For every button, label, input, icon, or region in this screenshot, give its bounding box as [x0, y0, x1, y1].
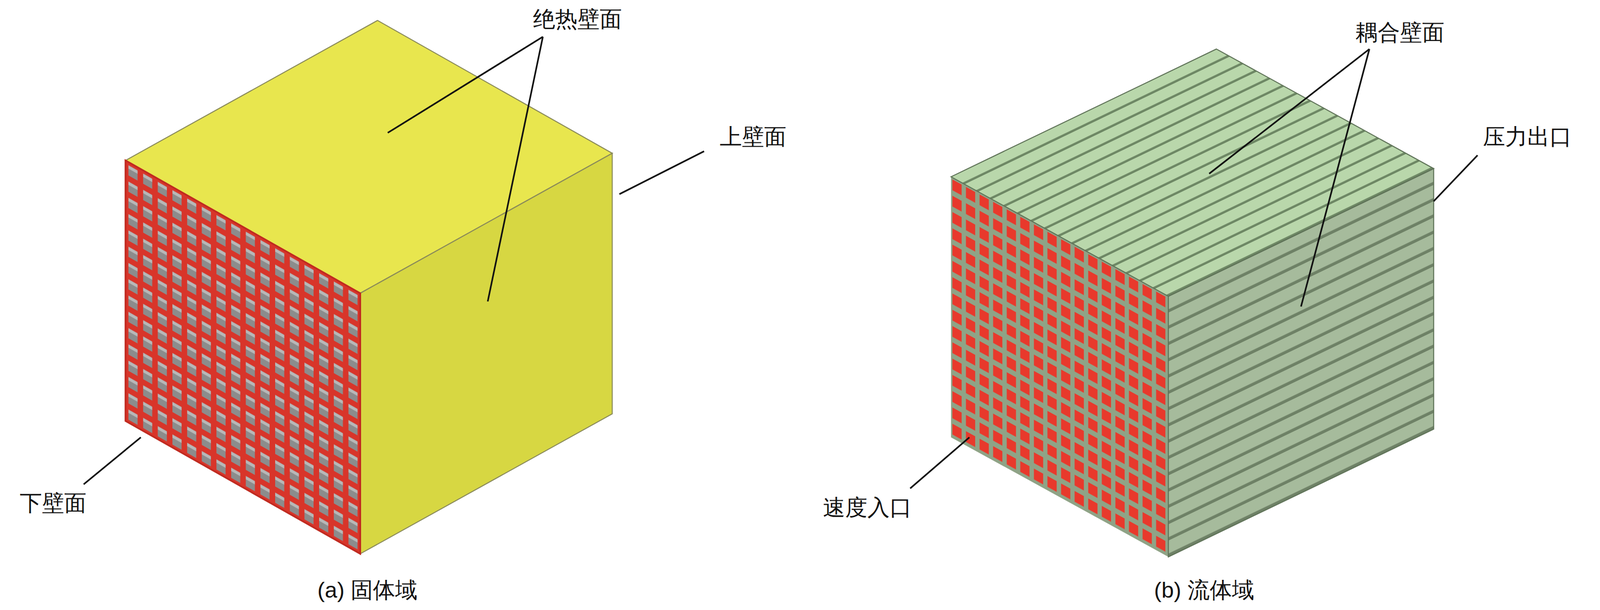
- callout-label: 压力出口: [1482, 123, 1572, 150]
- solid-cube: [125, 20, 613, 554]
- fluid-block: [950, 48, 1434, 557]
- subfigure-caption: (b) 流体域: [1153, 576, 1255, 603]
- callout-label: 绝热壁面: [533, 6, 622, 33]
- subfigure-caption: (a) 固体域: [317, 576, 418, 603]
- callout-label: 速度入口: [822, 494, 912, 521]
- callout-label: 上壁面: [719, 123, 787, 150]
- callout-label: 下壁面: [19, 490, 87, 517]
- callout-label: 耦合壁面: [1355, 19, 1445, 46]
- leader-lines: [83, 36, 1478, 489]
